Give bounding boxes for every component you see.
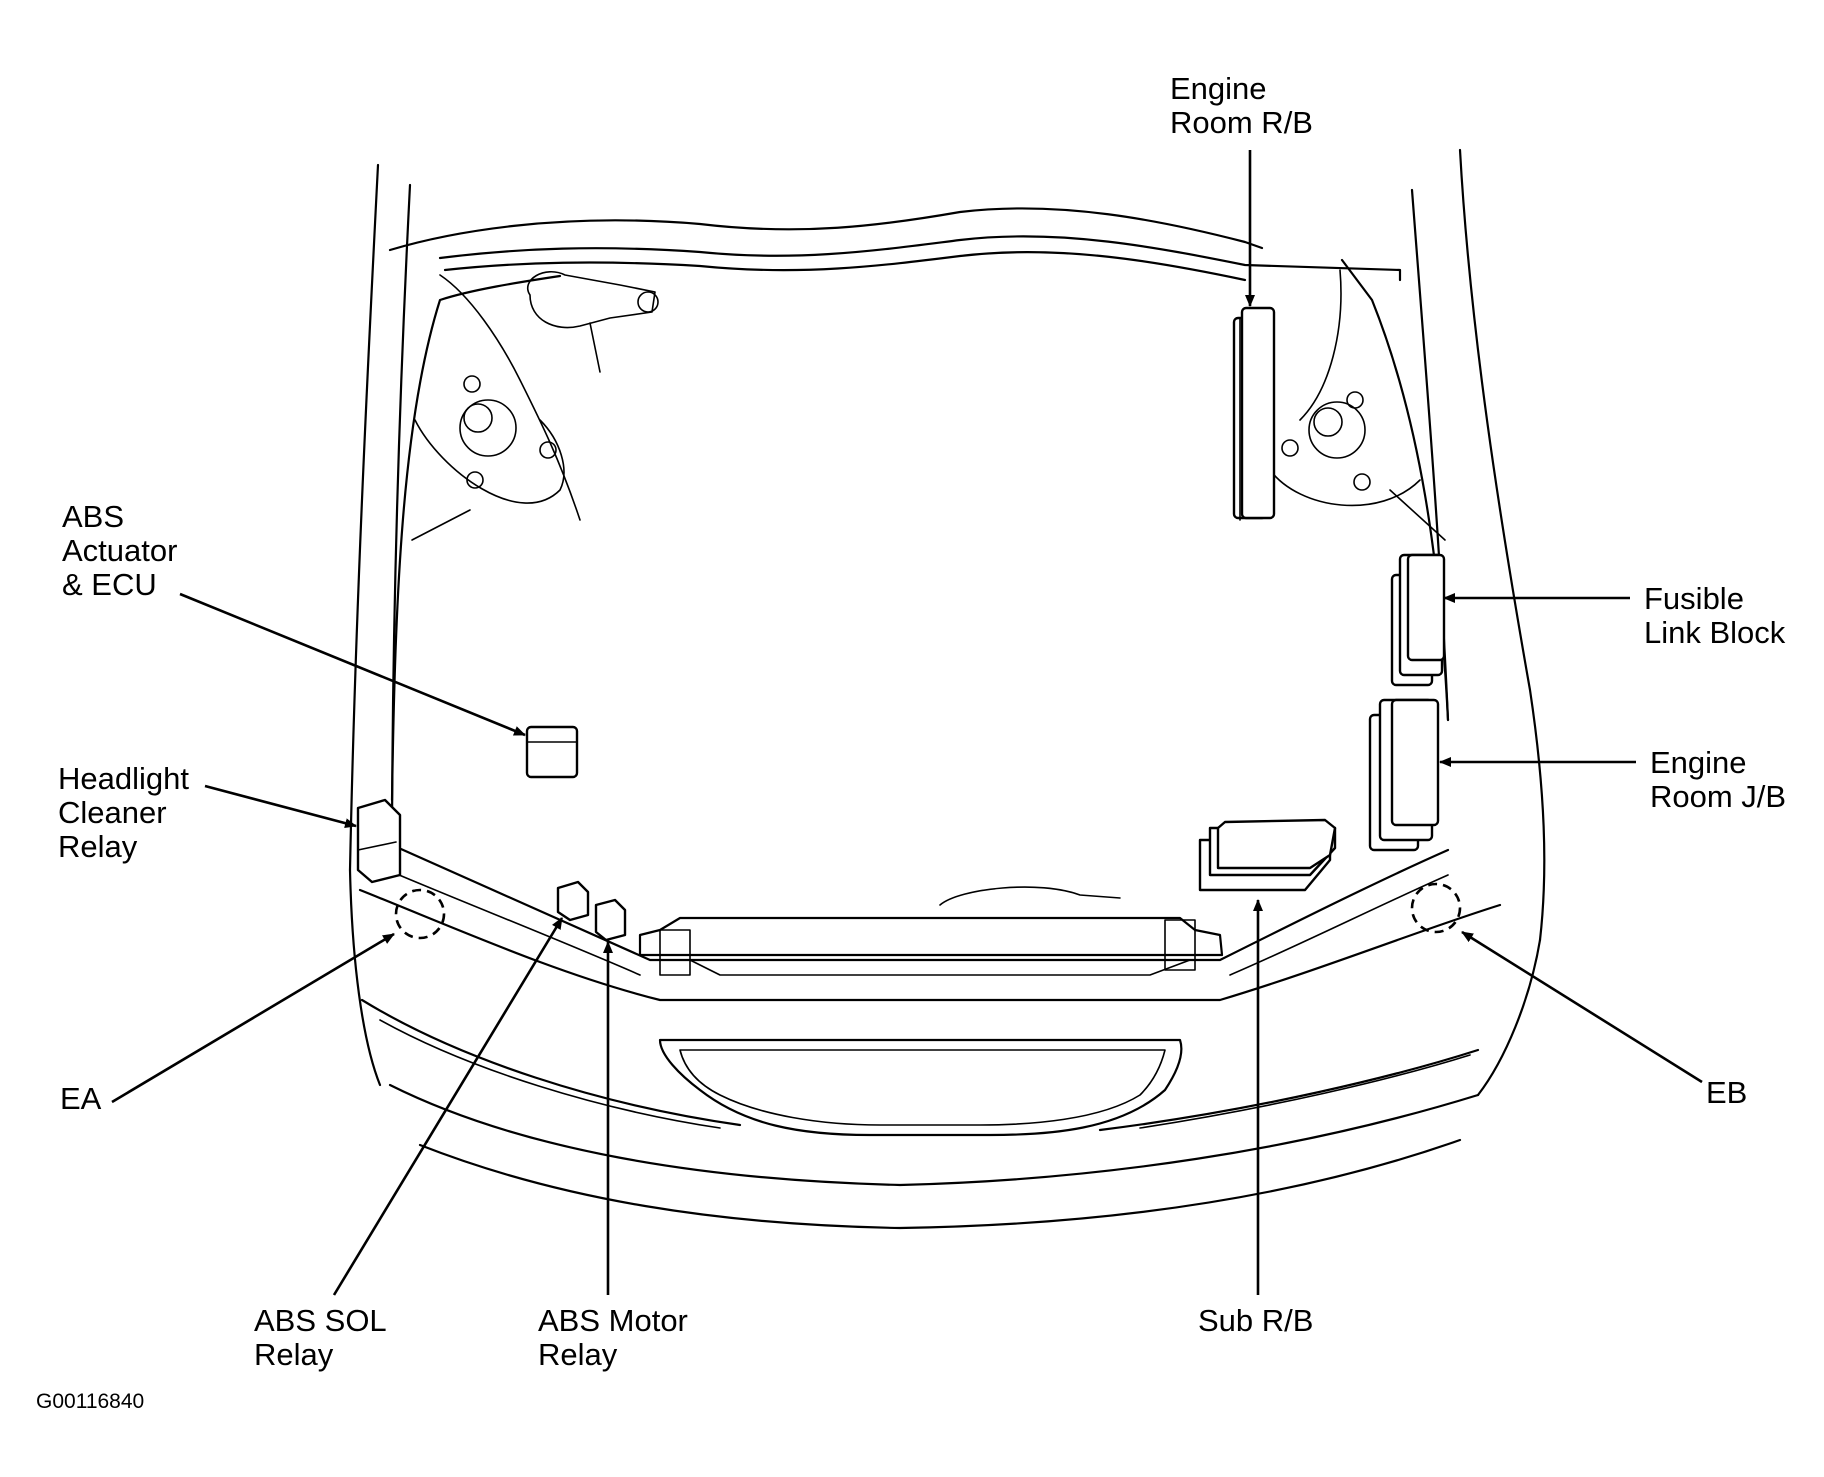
label-line: ABS SOL bbox=[254, 1303, 387, 1338]
label-line: Link Block bbox=[1644, 615, 1786, 650]
label-line: ABS bbox=[62, 499, 125, 534]
label-engine-room-jb: Engine Room J/B bbox=[1650, 746, 1786, 814]
label-line: Headlight bbox=[58, 761, 189, 796]
abs-motor-relay-component bbox=[594, 898, 627, 942]
label-line: & ECU bbox=[62, 567, 157, 602]
engine-room-rb-component bbox=[1232, 306, 1276, 521]
leader-arrows bbox=[111, 150, 1703, 1296]
label-line: EB bbox=[1706, 1075, 1748, 1110]
label-engine-room-rb: Engine Room R/B bbox=[1170, 72, 1313, 140]
arrow-abs-sol-relay bbox=[332, 917, 564, 1296]
ea-ground-circle bbox=[394, 888, 446, 940]
eb-ground-circle bbox=[1410, 882, 1462, 934]
label-line: Room R/B bbox=[1170, 105, 1313, 140]
label-line: Cleaner bbox=[58, 795, 167, 830]
label-line: EA bbox=[60, 1081, 102, 1116]
label-line: Relay bbox=[254, 1337, 334, 1372]
arrow-eb bbox=[1461, 930, 1703, 1084]
label-line: Fusible bbox=[1644, 581, 1744, 616]
label-abs-actuator-ecu: ABS Actuator & ECU bbox=[62, 500, 177, 602]
headlight-cleaner-relay-component bbox=[356, 798, 402, 884]
label-headlight-cleaner-relay: Headlight Cleaner Relay bbox=[58, 762, 189, 864]
arrow-abs-actuator-ecu bbox=[179, 592, 526, 737]
label-ea: EA bbox=[60, 1082, 101, 1116]
label-abs-sol-relay: ABS SOL Relay bbox=[254, 1304, 387, 1372]
label-line: Engine bbox=[1170, 71, 1267, 106]
label-eb: EB bbox=[1706, 1076, 1747, 1110]
arrow-ea bbox=[111, 932, 395, 1104]
label-abs-motor-relay: ABS Motor Relay bbox=[538, 1304, 688, 1372]
abs-actuator-ecu-component bbox=[525, 725, 579, 779]
label-line: Relay bbox=[58, 829, 138, 864]
label-sub-rb: Sub R/B bbox=[1198, 1304, 1313, 1338]
engine-room-jb-component bbox=[1368, 698, 1440, 852]
sub-rb-component bbox=[1198, 818, 1337, 892]
abs-sol-relay-component bbox=[556, 880, 590, 922]
label-line: Engine bbox=[1650, 745, 1747, 780]
label-line: Sub R/B bbox=[1198, 1303, 1314, 1338]
arrow-headlight-cleaner-relay bbox=[204, 784, 357, 829]
label-line: Room J/B bbox=[1650, 779, 1787, 814]
figure-code: G00116840 bbox=[36, 1390, 145, 1413]
label-line: Relay bbox=[538, 1337, 618, 1372]
label-line: ABS Motor bbox=[538, 1303, 688, 1338]
label-line: Actuator bbox=[62, 533, 178, 568]
fusible-link-block-component bbox=[1390, 553, 1446, 687]
label-fusible-link-block: Fusible Link Block bbox=[1644, 582, 1785, 650]
car-body-outline bbox=[348, 148, 1546, 1230]
